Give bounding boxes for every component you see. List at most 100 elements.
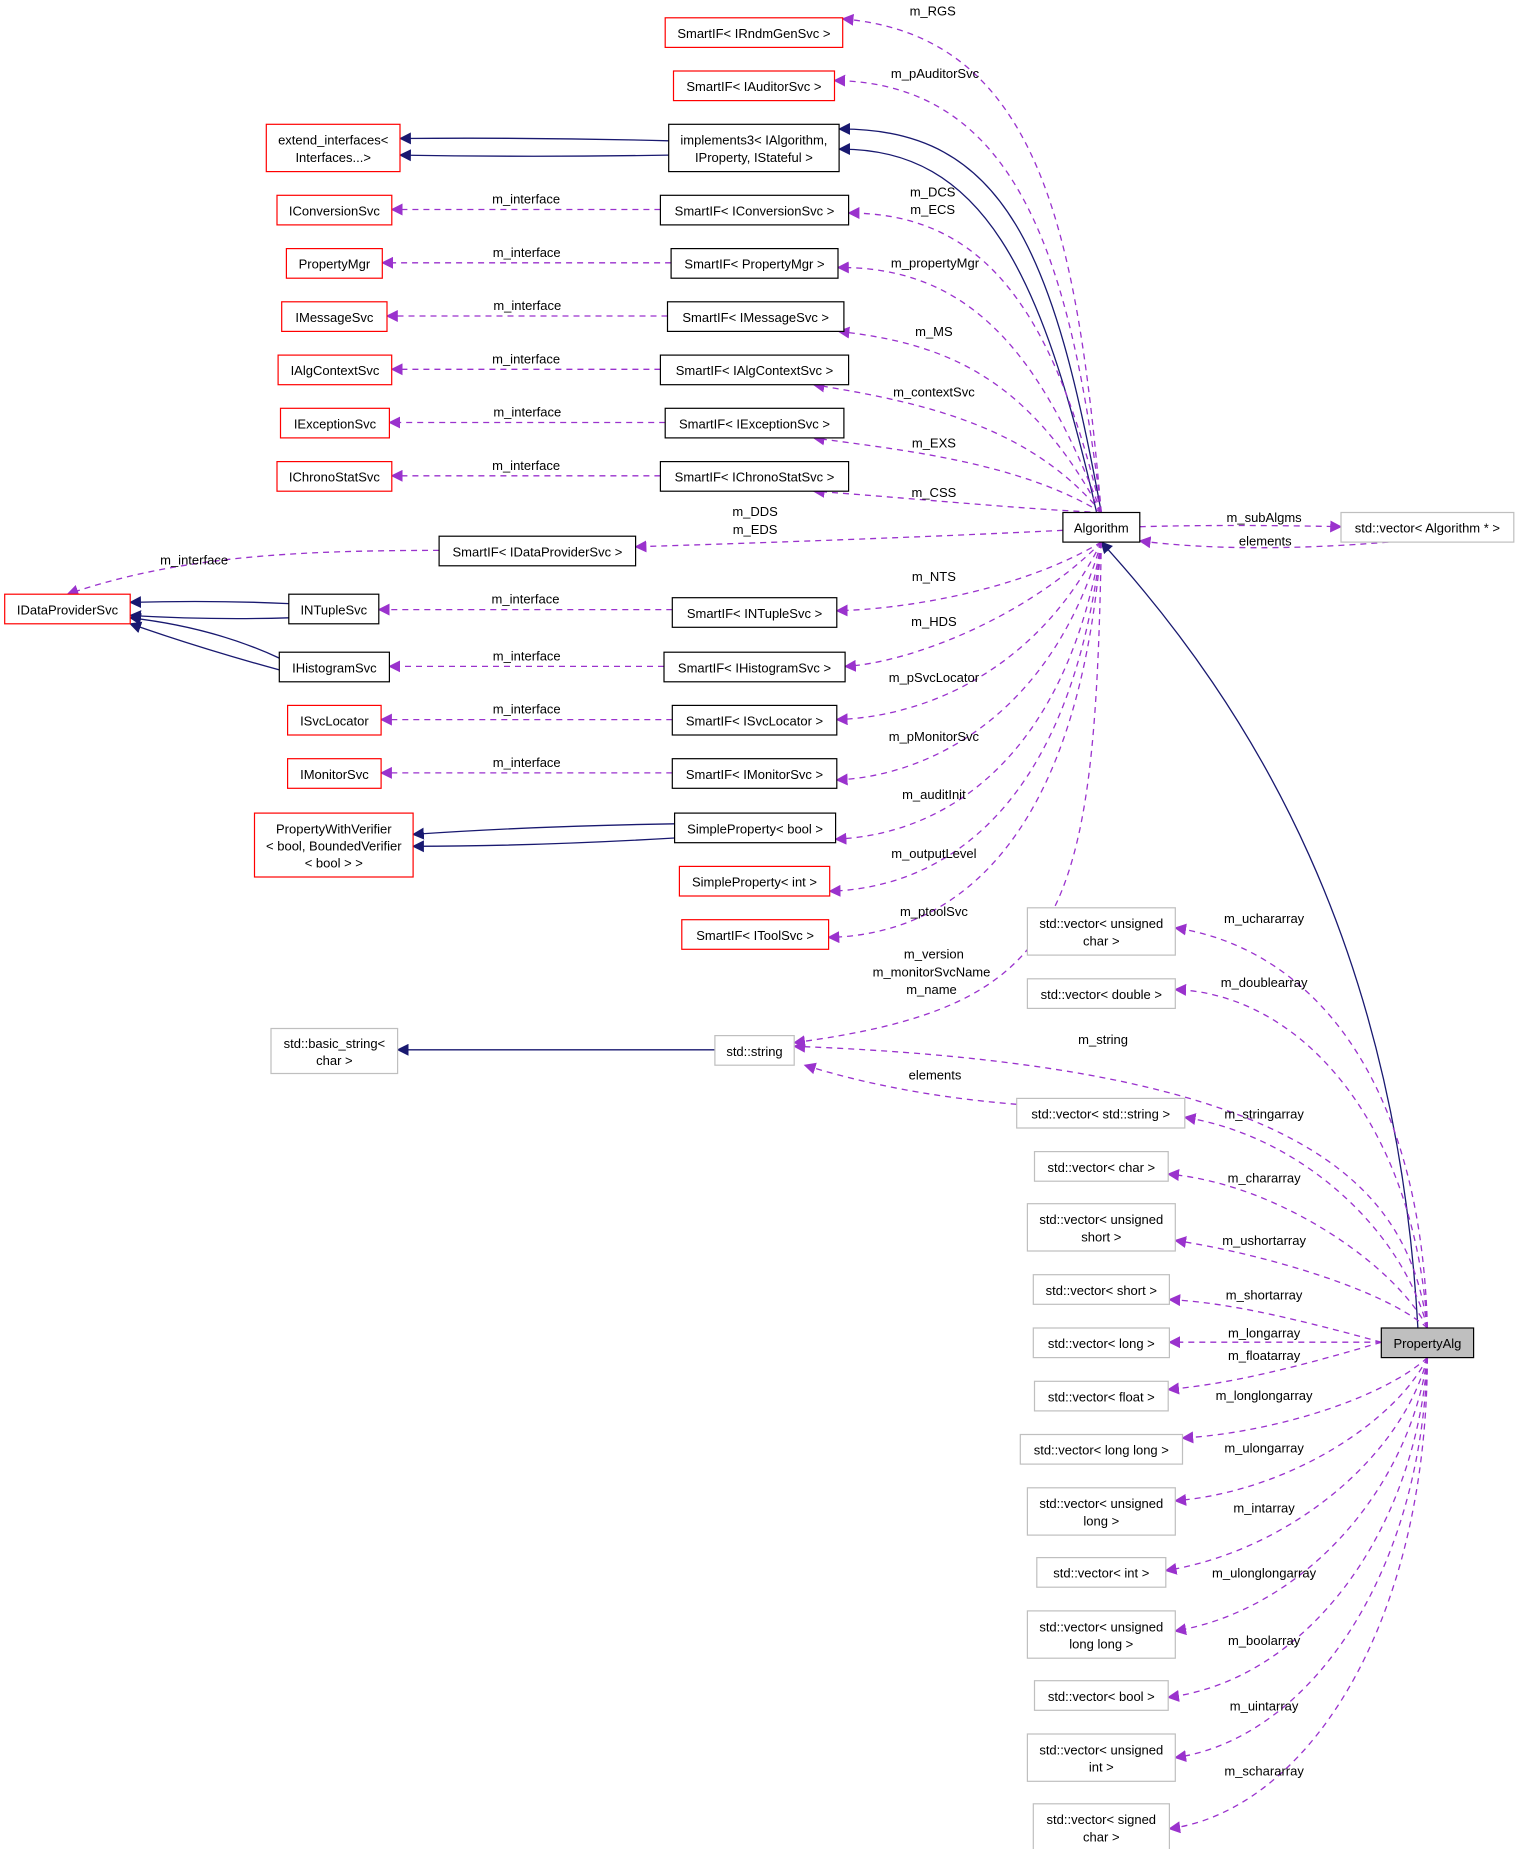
class-node-smartif-isvclocator[interactable]: SmartIF< ISvcLocator > <box>671 704 838 736</box>
edge-label-m-rgs: m_RGS <box>910 3 957 18</box>
class-node-ialgcontextsvc[interactable]: IAlgContextSvc <box>277 354 393 386</box>
edge-label-m-pauditorsvc: m_pAuditorSvc <box>891 66 980 81</box>
class-node-algorithm[interactable]: Algorithm <box>1062 511 1141 543</box>
edge-label-m-outputlevel: m_outputLevel <box>891 846 976 861</box>
class-node-smartif-imessagesvc[interactable]: SmartIF< IMessageSvc > <box>666 301 845 332</box>
class-node-vector-short: std::vector< short > <box>1032 1274 1171 1305</box>
edge-label-m-ptoolsvc: m_ptoolSvc <box>900 904 968 919</box>
class-node-label: SimpleProperty< int > <box>692 875 817 890</box>
class-node-label: < bool > > <box>305 856 363 871</box>
class-node-smartif-intuplesvc[interactable]: SmartIF< INTupleSvc > <box>671 597 838 628</box>
edge-propertyalg-m-longlongarray <box>1181 1357 1428 1444</box>
edge-propertyalg-m-ulonglongarray <box>1174 1357 1429 1636</box>
class-node-label: IMessageSvc <box>295 310 374 325</box>
class-node-imessagesvc[interactable]: IMessageSvc <box>281 301 388 332</box>
class-node-label: SmartIF< PropertyMgr > <box>684 257 824 272</box>
edge-label-m-interface: m_interface <box>493 405 561 420</box>
edge-intuplesvc-to-idataprovider-a <box>129 596 289 609</box>
class-node-label: std::vector< int > <box>1053 1566 1149 1581</box>
edge-label-m-uintarray: m_uintarray <box>1230 1698 1299 1713</box>
edge-propertyalg-m-schararray <box>1168 1357 1429 1834</box>
edge-label-m-interface: m_interface <box>493 245 561 260</box>
class-node-label: Algorithm <box>1074 521 1129 536</box>
class-node-iconversionsvc[interactable]: IConversionSvc <box>276 194 393 226</box>
class-node-propertywithverifier[interactable]: PropertyWithVerifier< bool, BoundedVerif… <box>253 812 414 878</box>
class-node-smartif-ialgcontextsvc[interactable]: SmartIF< IAlgContextSvc > <box>659 354 850 386</box>
edge-label-m-propertymgr: m_propertyMgr <box>891 256 980 271</box>
class-node-label: std::vector< signed <box>1047 1812 1156 1827</box>
edge-propertyalg-m-floatarray <box>1167 1341 1382 1395</box>
class-node-iexceptionsvc[interactable]: IExceptionSvc <box>279 407 391 439</box>
edge-label-m-monitorsvcname: m_monitorSvcName <box>873 965 991 980</box>
edge-label-m-floatarray: m_floatarray <box>1228 1348 1301 1363</box>
class-node-label: std::vector< Algorithm * > <box>1355 521 1500 536</box>
class-node-label: std::vector< unsigned <box>1039 916 1163 931</box>
class-node-extend-interfaces[interactable]: extend_interfaces<Interfaces...> <box>265 123 401 173</box>
edge-ihistogramsvc-to-idataprovider-b <box>129 621 280 671</box>
class-node-smartif-iexceptionsvc[interactable]: SmartIF< IExceptionSvc > <box>664 407 845 439</box>
class-node-smartif-propertymgr[interactable]: SmartIF< PropertyMgr > <box>670 248 839 279</box>
class-node-label: SmartIF< INTupleSvc > <box>687 606 822 621</box>
edge-label-m-nts: m_NTS <box>912 569 956 584</box>
edge-label-m-uchararray: m_uchararray <box>1224 911 1305 926</box>
edge-label-m-hds: m_HDS <box>911 614 957 629</box>
edge-algorithm-m-pmonitorsvc <box>835 541 1102 786</box>
class-node-label: SmartIF< IExceptionSvc > <box>679 417 830 432</box>
class-node-smartif-ihistogramsvc[interactable]: SmartIF< IHistogramSvc > <box>663 651 846 683</box>
edge-label-m-interface: m_interface <box>493 755 561 770</box>
class-node-propertymgr[interactable]: PropertyMgr <box>285 248 383 279</box>
edge-label-m-ushortarray: m_ushortarray <box>1222 1233 1306 1248</box>
class-node-smartif-idataprovidersvc[interactable]: SmartIF< IDataProviderSvc > <box>438 535 637 567</box>
class-node-label: PropertyAlg <box>1393 1336 1461 1351</box>
class-node-label: IAlgContextSvc <box>291 363 380 378</box>
edge-ihistogramsvc-to-idataprovider-a <box>129 613 280 659</box>
class-node-smartif-itoolsvc[interactable]: SmartIF< IToolSvc > <box>681 919 830 950</box>
edge-propertyalg-m-uchararray <box>1174 923 1429 1329</box>
class-node-vector-float: std::vector< float > <box>1033 1380 1169 1412</box>
class-node-label: SmartIF< IAlgContextSvc > <box>676 363 834 378</box>
class-node-label: SmartIF< IRndmGenSvc > <box>677 26 830 41</box>
class-node-label: IConversionSvc <box>289 203 381 218</box>
class-node-idataprovidersvc[interactable]: IDataProviderSvc <box>4 593 131 625</box>
edge-propertyalg-m-chararray <box>1167 1169 1428 1329</box>
class-node-smartif-ichronostatsvc[interactable]: SmartIF< IChronoStatSvc > <box>659 461 850 492</box>
class-node-smartif-iconversionsvc[interactable]: SmartIF< IConversionSvc > <box>659 194 850 226</box>
class-node-isvclocator[interactable]: ISvcLocator <box>287 704 382 736</box>
class-node-label: std::vector< unsigned <box>1039 1496 1163 1511</box>
edge-label-m-schararray: m_schararray <box>1224 1763 1304 1778</box>
edge-propertyalg-m-ulongarray <box>1174 1357 1428 1506</box>
class-node-propertyalg[interactable]: PropertyAlg <box>1380 1327 1475 1359</box>
class-node-label: Interfaces...> <box>295 150 371 165</box>
class-node-intuplesvc[interactable]: INTupleSvc <box>288 593 380 625</box>
class-node-label: std::vector< unsigned <box>1039 1212 1163 1227</box>
class-node-simpleproperty-int[interactable]: SimpleProperty< int > <box>678 865 831 897</box>
class-node-ihistogramsvc[interactable]: IHistogramSvc <box>278 651 390 683</box>
edge-algorithm-to-implements3-a <box>838 122 1102 513</box>
class-node-vector-bool: std::vector< bool > <box>1033 1680 1169 1711</box>
class-node-label: INTupleSvc <box>300 602 367 617</box>
class-node-implements3[interactable]: implements3< IAlgorithm,IProperty, IStat… <box>668 123 840 173</box>
class-node-smartif-irndmgensvc[interactable]: SmartIF< IRndmGenSvc > <box>664 17 844 48</box>
edge-propertyalg-m-ushortarray <box>1174 1236 1428 1329</box>
class-node-label: std::vector< std::string > <box>1031 1107 1170 1122</box>
edge-propertyalg-m-uintarray <box>1174 1357 1429 1763</box>
edge-propertyalg-m-shortarray <box>1168 1294 1382 1343</box>
edge-vector-algorithm-elements <box>1138 536 1389 549</box>
class-node-smartif-iauditorsvc[interactable]: SmartIF< IAuditorSvc > <box>672 70 836 102</box>
class-node-label: < bool, BoundedVerifier <box>266 838 402 853</box>
class-node-smartif-imonitorsvc[interactable]: SmartIF< IMonitorSvc > <box>671 758 838 789</box>
class-node-imonitorsvc[interactable]: IMonitorSvc <box>287 758 382 789</box>
edge-label-m-css: m_CSS <box>912 485 957 500</box>
class-node-label: IChronoStatSvc <box>289 470 381 485</box>
edge-algorithm-m-outputlevel <box>828 542 1102 897</box>
class-node-label: std::vector< long long > <box>1034 1443 1169 1458</box>
class-node-simpleproperty-bool[interactable]: SimpleProperty< bool > <box>673 812 837 844</box>
class-node-ichronostatsvc[interactable]: IChronoStatSvc <box>276 461 393 492</box>
edge-label-m-interface: m_interface <box>492 351 560 366</box>
edge-propertyalg-m-intarray <box>1164 1357 1429 1575</box>
class-node-label: IHistogramSvc <box>292 660 377 675</box>
